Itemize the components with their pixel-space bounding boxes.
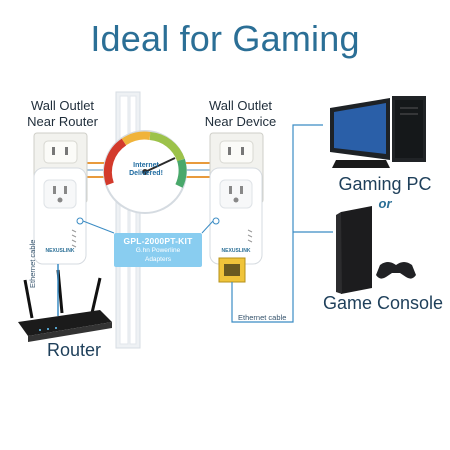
gaming-pc-label: Gaming PC xyxy=(338,174,432,194)
wall-column xyxy=(115,91,141,349)
ethernet-cable-right xyxy=(231,124,323,323)
wall-outlet-router-line1: Wall Outlet xyxy=(30,98,95,113)
page-title: Ideal for Gaming xyxy=(90,18,360,59)
powerline-adapter-right-icon xyxy=(209,167,263,265)
ethernet-port-icon xyxy=(218,257,246,283)
game-console-label: Game Console xyxy=(322,293,444,313)
kit-desc-line1: G.hn Powerline xyxy=(135,247,181,254)
brand-right: NEXUSLINK xyxy=(221,248,251,254)
or-label: or xyxy=(378,196,392,211)
router-label: Router xyxy=(46,340,102,360)
game-console-icon xyxy=(336,206,416,294)
gaming-pc-icon xyxy=(330,96,426,168)
ethernet-cable-left-label: Ethernet cable xyxy=(28,239,37,288)
wall-outlet-router-label: Wall Outlet Near Router xyxy=(10,98,115,130)
wall-outlet-device-line1: Wall Outlet xyxy=(208,98,273,113)
brand-left: NEXUSLINK xyxy=(45,248,75,254)
wall-outlet-router-line2: Near Router xyxy=(27,114,98,129)
speed-gauge-icon xyxy=(103,130,187,214)
powerline-adapter-left-icon xyxy=(33,167,87,265)
kit-model: GPL-2000PT-KIT xyxy=(123,236,193,246)
wall-outlet-device-label: Wall Outlet Near Device xyxy=(188,98,293,130)
kit-desc-line2: Adapters xyxy=(144,256,172,263)
internet-delivered-line2: Delivered! xyxy=(129,170,163,177)
ethernet-cable-right-label: Ethernet cable xyxy=(238,313,287,322)
kit-badge: GPL-2000PT-KIT G.hn Powerline Adapters xyxy=(114,233,202,267)
internet-delivered-label: Internet Delivered! xyxy=(126,162,166,178)
internet-delivered-line1: Internet xyxy=(133,162,159,169)
wall-outlet-device-line2: Near Device xyxy=(204,114,277,129)
